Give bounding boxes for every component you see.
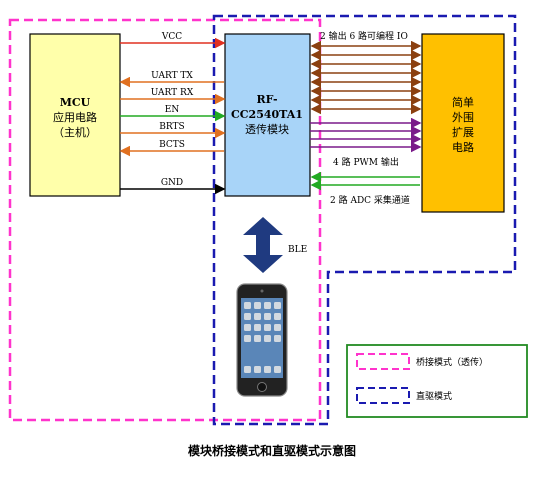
mcu-block (29, 33, 121, 197)
bridge-mode-region (8, 18, 322, 422)
gnd-label: GND (161, 178, 183, 188)
legend-direct-label: 直驱模式 (416, 390, 452, 402)
legend-box (346, 344, 528, 418)
smartphone-icon (236, 283, 288, 397)
uart-tx-label: UART TX (151, 71, 193, 81)
adc-label: 2 路 ADC 采集通道 (330, 194, 410, 206)
module-label-2: CC2540TA1 (231, 108, 303, 121)
adc-lines (310, 171, 420, 191)
bcts-label: BCTS (159, 140, 185, 150)
ble-label: BLE (288, 245, 307, 255)
periph-block (421, 33, 505, 213)
pwm-lines (310, 117, 422, 153)
pwm-label: 4 路 PWM 输出 (333, 156, 399, 168)
module-block (224, 33, 311, 197)
periph-label-1: 简单 (452, 95, 474, 109)
periph-label-2: 外围 (452, 111, 474, 124)
uart-rx-label: UART RX (151, 88, 194, 98)
brts-label: BRTS (159, 122, 184, 132)
legend-bridge-swatch (356, 353, 410, 370)
legend-bridge-label: 桥接模式（透传） (416, 356, 488, 368)
en-label: EN (165, 105, 180, 115)
module-label-3: 透传模块 (245, 123, 289, 136)
figure-caption: 模块桥接模式和直驱模式示意图 (188, 443, 356, 458)
legend-direct-swatch (356, 387, 410, 404)
io-lines (310, 40, 422, 115)
vcc-label: VCC (161, 32, 182, 42)
mcu-label-3: （主机） (53, 125, 97, 139)
mcu-label-1: MCU (60, 96, 91, 109)
direct-mode-region (212, 14, 517, 426)
periph-label-4: 电路 (452, 141, 474, 154)
periph-label-3: 扩展 (452, 125, 474, 139)
ble-arrow (243, 217, 283, 273)
module-label-1: RF- (256, 93, 277, 106)
mcu-label-2: 应用电路 (53, 110, 97, 124)
io-label: 2 输出 6 路可编程 IO (320, 30, 408, 42)
